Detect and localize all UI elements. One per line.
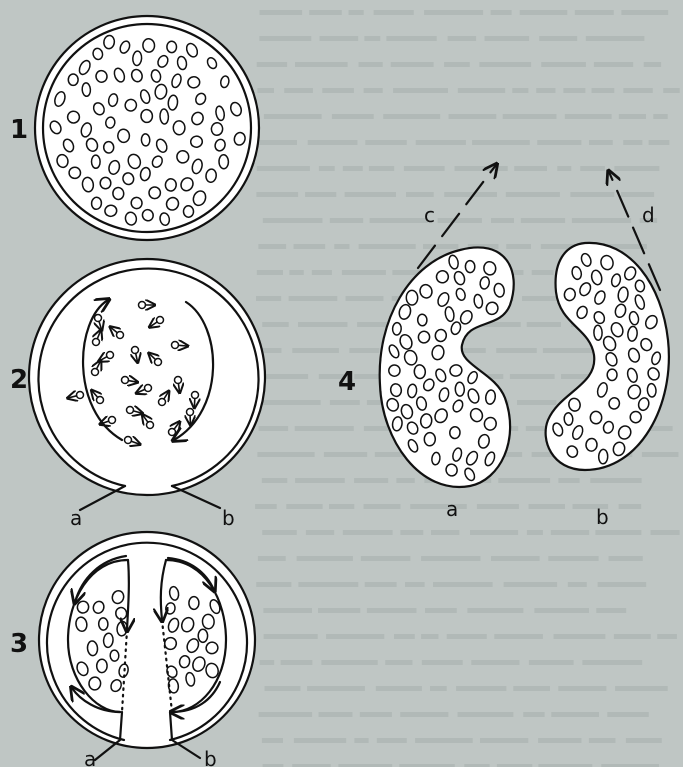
stage-1-colony xyxy=(35,16,259,240)
stage-2-number: 2 xyxy=(10,365,28,395)
stage-3-colony xyxy=(39,532,255,760)
stage-4-number: 4 xyxy=(338,367,356,397)
stage-3-label-a: a xyxy=(84,747,96,767)
stage-1-number: 1 xyxy=(10,115,28,145)
stage-4-left-half xyxy=(380,247,514,487)
stage-2-label-a: a xyxy=(70,506,82,530)
stage-2-opening-line-b xyxy=(172,486,220,508)
stage-3-number: 3 xyxy=(10,629,28,659)
stage-2-label-b: b xyxy=(222,506,235,530)
stage-3-outer-wall xyxy=(39,532,255,748)
stage-4-right-half xyxy=(546,243,669,470)
stage-3-label-b: b xyxy=(204,747,217,767)
stage-2-outer-wall xyxy=(29,259,265,495)
stage-2-colony xyxy=(29,259,265,510)
stage-1-outer-wall xyxy=(35,16,259,240)
stage-4-label-b: b xyxy=(596,505,609,529)
stage-2-opening-line-a xyxy=(80,486,125,510)
flagellum-arrow xyxy=(179,345,188,346)
stage-4-label-c: c xyxy=(424,203,435,227)
flagellum-arrow xyxy=(178,384,179,392)
stage-4-label-a: a xyxy=(446,497,458,521)
stage-4-label-d: d xyxy=(642,203,655,227)
